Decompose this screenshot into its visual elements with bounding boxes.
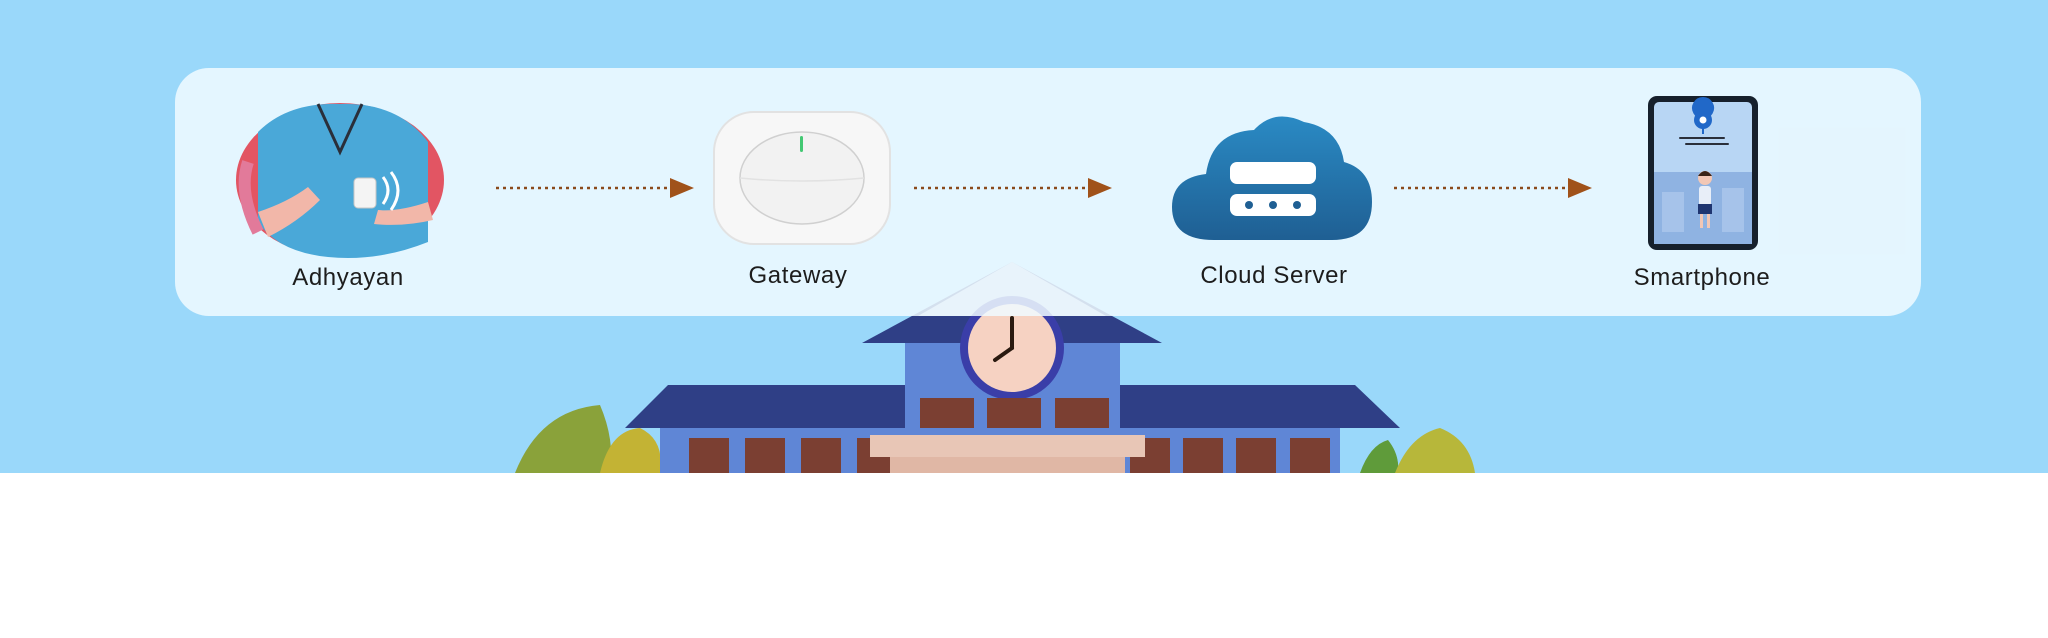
flow-step-smartphone: Smartphone: [1582, 92, 1822, 302]
flow-step-gateway: Gateway: [678, 92, 918, 302]
sky-background: Adhyayan Gateway Cloud Serve: [0, 0, 2048, 473]
flow-arrow-1: [496, 176, 696, 200]
student-with-id-tag-icon: [236, 103, 444, 258]
left-wing-roof: [625, 385, 905, 428]
entrance-canopy-edge: [890, 457, 1125, 473]
flow-step-cloud-server: Cloud Server: [1154, 92, 1394, 302]
smartphone-location-icon: [1648, 96, 1758, 250]
step-label-gateway: Gateway: [748, 262, 848, 289]
gateway-device-icon: [713, 111, 891, 245]
step-label-adhyayan: Adhyayan: [292, 264, 404, 291]
flow-step-adhyayan: Adhyayan: [228, 92, 468, 302]
bush-right: [1360, 440, 1399, 473]
cloud-server-icon: [1172, 116, 1372, 240]
bush-right-2: [1395, 428, 1475, 473]
bush-left-2: [600, 428, 661, 473]
bush-left: [515, 405, 612, 473]
flow-arrow-2: [914, 176, 1114, 200]
step-label-smartphone: Smartphone: [1633, 264, 1771, 291]
entrance-canopy: [870, 435, 1145, 457]
right-wing-roof: [1120, 385, 1400, 428]
flow-panel: [175, 68, 1921, 316]
step-label-cloud-server: Cloud Server: [1200, 262, 1348, 289]
school-building-illustration: [515, 262, 1475, 473]
flow-arrow-3: [1394, 176, 1594, 200]
